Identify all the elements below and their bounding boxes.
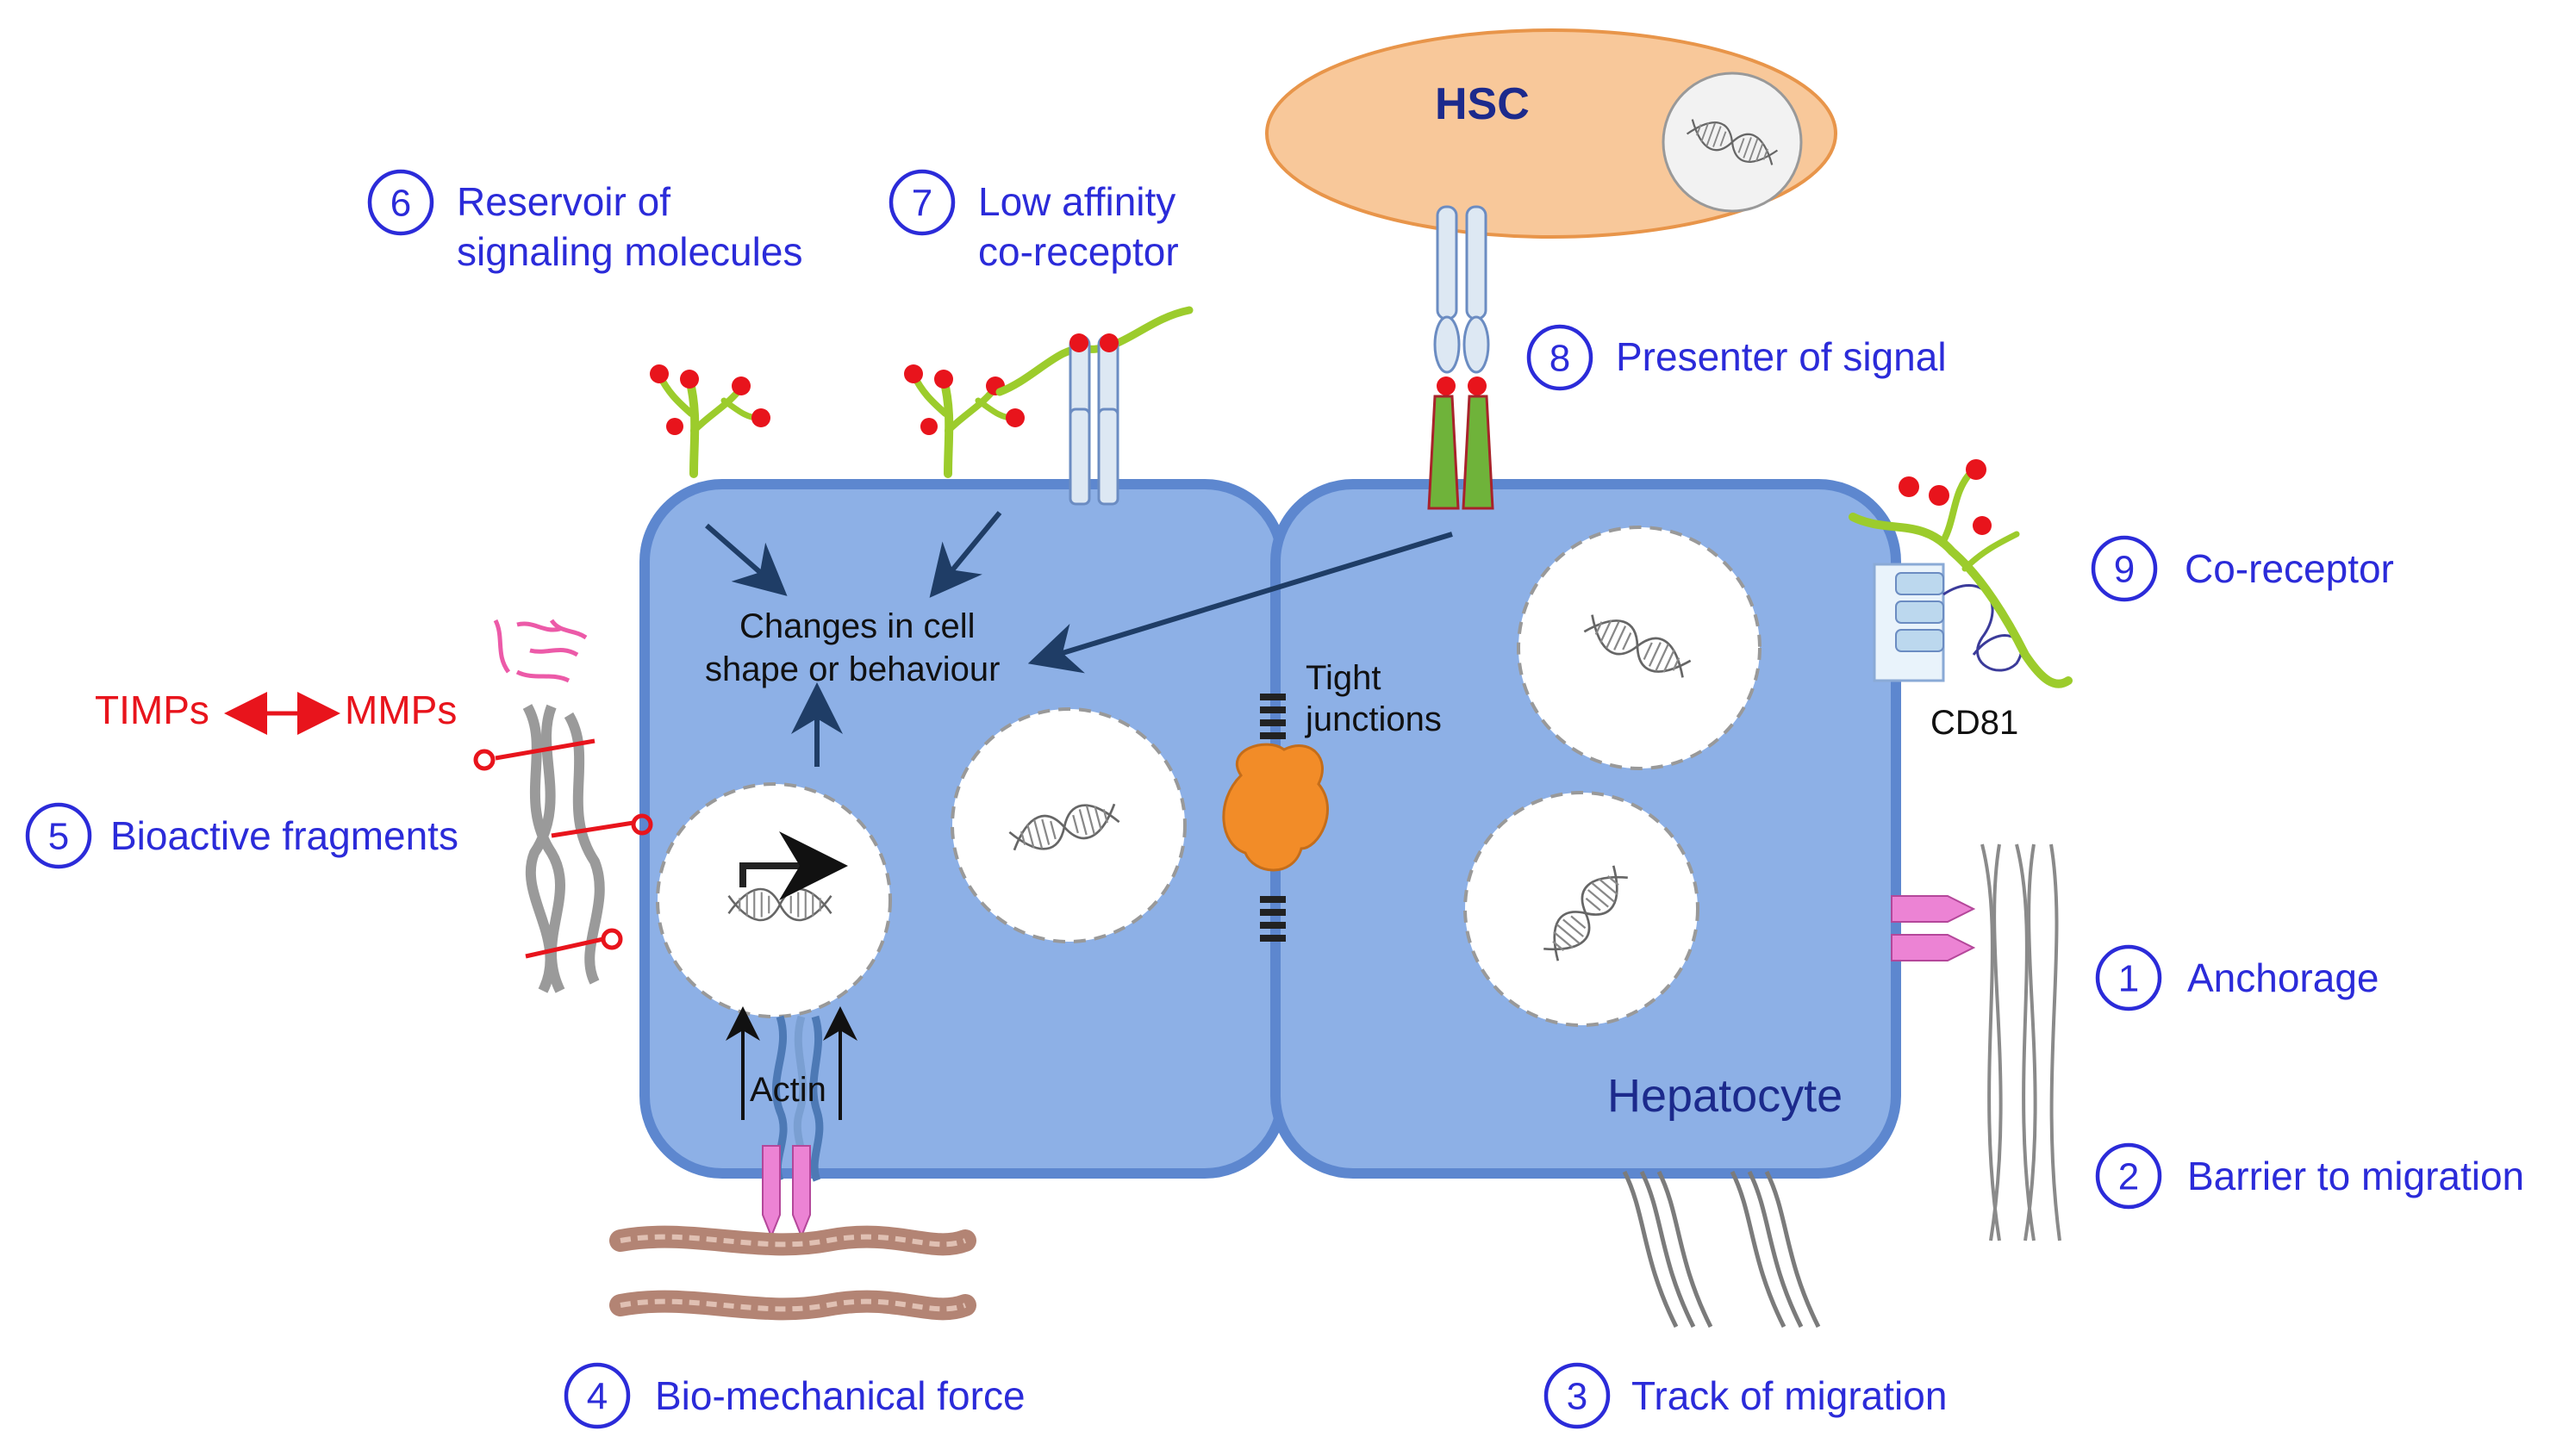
tight-junctions-line2: junctions: [1305, 700, 1442, 738]
svg-text:2: 2: [2118, 1156, 2139, 1198]
svg-text:Track of migration: Track of migration: [1631, 1373, 1947, 1418]
hsc-nucleus: [1662, 72, 1803, 213]
tight-junction: [1222, 694, 1329, 942]
function-7: 7 Low affinity co-receptor: [889, 169, 1179, 274]
function-1: 1 Anchorage: [2095, 944, 2379, 1011]
mmps-label: MMPs: [345, 688, 457, 732]
collagen-fibers-bottom: [609, 1225, 976, 1321]
svg-text:Bio-mechanical force: Bio-mechanical force: [655, 1373, 1026, 1418]
svg-text:9: 9: [2114, 549, 2135, 591]
track-fibers: [1622, 1170, 1821, 1328]
function-2: 2 Barrier to migration: [2095, 1142, 2524, 1210]
hsc-label: HSC: [1435, 79, 1530, 129]
svg-text:3: 3: [1567, 1376, 1587, 1418]
hsc-receptor-dimer: [1427, 205, 1494, 510]
changes-line1: Changes in cell: [739, 607, 976, 645]
heparan-sulfate-reservoir: [650, 364, 770, 474]
fragments: [493, 619, 588, 683]
svg-text:4: 4: [587, 1376, 608, 1418]
tight-junctions-line1: Tight: [1306, 659, 1381, 697]
svg-text:Co-receptor: Co-receptor: [2185, 546, 2394, 591]
scissors-icons: [473, 738, 653, 959]
hepatocyte-label: Hepatocyte: [1607, 1070, 1843, 1122]
svg-text:Low affinity: Low affinity: [978, 179, 1175, 224]
function-3: 3 Track of migration: [1543, 1362, 1947, 1429]
nucleus-hepatocyte-bottom: [1463, 791, 1699, 1027]
nucleus-left: [951, 707, 1187, 943]
timps-label: TIMPs: [95, 688, 209, 732]
svg-text:7: 7: [912, 183, 932, 225]
svg-text:6: 6: [390, 183, 411, 225]
heparan-sulfate-coreceptor: [904, 306, 1194, 506]
function-9: 9 Co-receptor: [2091, 535, 2394, 602]
barrier-fibers: [1980, 843, 2061, 1241]
svg-text:1: 1: [2118, 958, 2139, 1000]
actin-filaments: Actin: [726, 1006, 857, 1182]
cd81-label: CD81: [1930, 704, 2018, 742]
function-5: 5 Bioactive fragments: [25, 802, 458, 869]
svg-text:Presenter of signal: Presenter of signal: [1616, 334, 1947, 379]
nucleus-transcribing: [656, 782, 892, 1018]
actin-label: Actin: [750, 1071, 826, 1109]
svg-text:Bioactive fragments: Bioactive fragments: [110, 813, 458, 858]
integrin-bottom: [762, 1145, 811, 1239]
cd81-complex: CD81: [1849, 459, 2073, 742]
svg-text:co-receptor: co-receptor: [978, 229, 1179, 274]
svg-text:Reservoir of: Reservoir of: [457, 179, 670, 224]
changes-line2: shape or behaviour: [705, 650, 1000, 688]
integrin-right: [1891, 895, 1976, 961]
svg-text:8: 8: [1550, 338, 1570, 380]
nucleus-hepatocyte-top: [1517, 526, 1762, 770]
svg-text:Barrier to migration: Barrier to migration: [2187, 1154, 2524, 1198]
signal-arrows: [705, 511, 1453, 767]
function-6: 6 Reservoir of signaling molecules: [367, 169, 802, 274]
function-8: 8 Presenter of signal: [1526, 324, 1947, 391]
function-4: 4 Bio-mechanical force: [564, 1362, 1026, 1429]
svg-text:Anchorage: Anchorage: [2187, 955, 2379, 1000]
svg-text:signaling molecules: signaling molecules: [457, 229, 802, 274]
svg-text:5: 5: [48, 816, 69, 858]
